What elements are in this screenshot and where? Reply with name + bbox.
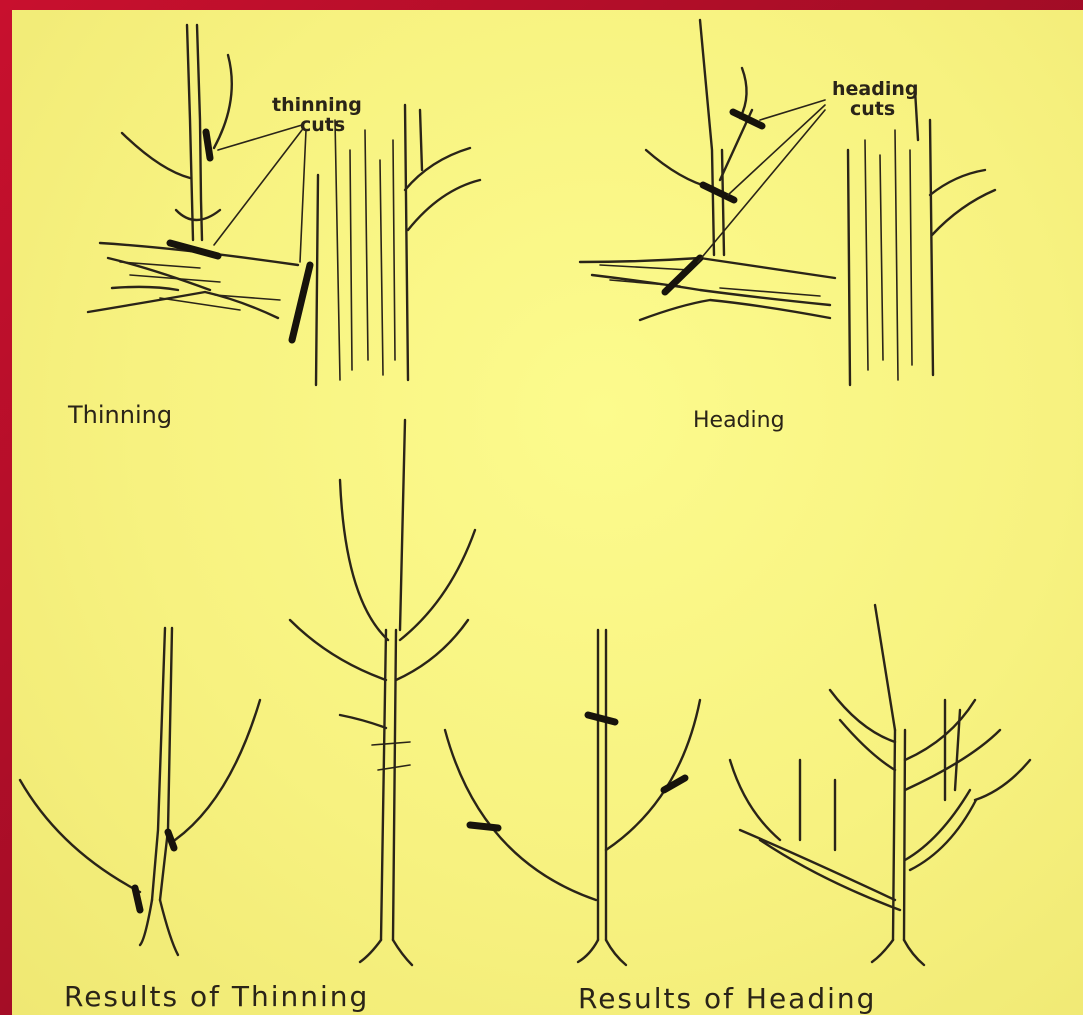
heading-shoot-arc-right [740,68,747,118]
heading-leader-line-1 [760,100,825,120]
results-thinning-illustration [20,420,475,965]
thinning-cuts-label-line2: cuts [300,116,345,135]
thinning-cut-shoot-top [206,132,210,158]
results-thinning-tree2-arc-5 [340,715,386,728]
results-heading-tree1-cut-right [664,778,685,790]
thinning-trunk-bark [335,120,395,380]
results-thinning-tree2-arc-2 [400,530,475,640]
thinning-vertical-shoot [187,25,202,240]
thinning-leader-line-3 [300,130,306,262]
heading-cut-shoot [703,185,734,200]
thinning-shoot-arc-left [122,133,190,178]
results-heading-tree2-right-scaffold [905,790,976,870]
heading-illustration [580,20,995,385]
results-heading-tree1-trunk [598,630,606,940]
results-thinning-caption: Results of Thinning [64,983,369,1011]
results-heading-tree2-base [872,940,924,965]
results-thinning-tree1-base [140,900,178,955]
results-thinning-tree2-base [360,940,412,965]
thinning-shoot-arc-low [176,210,220,220]
heading-trunk-bark [865,130,912,380]
results-heading-tree2-shoots [730,700,1030,850]
results-thinning-tree1-cut-left [135,888,140,910]
results-thinning-tree1-cut-right [168,832,174,848]
heading-cuts-label-line2: cuts [850,100,895,119]
thinning-right-branch [405,148,480,230]
results-thinning-tree2-arc-1 [340,480,388,640]
thinning-illustration [88,25,480,385]
results-heading-tree1-cut-top [588,715,615,722]
results-heading-tree2-left-scaffold [740,830,900,910]
thinning-cuts-label-line1: thinning [272,96,362,115]
results-heading-tree1-base [578,940,626,965]
results-thinning-tree2-arc-3 [290,620,386,680]
heading-right-branch [930,170,995,235]
thinning-caption: Thinning [68,403,172,427]
results-heading-caption: Results of Heading [578,985,876,1013]
results-thinning-tree1-left-limb [20,780,140,892]
heading-caption: Heading [693,410,785,432]
thinning-trunk-top-stub [420,110,422,170]
results-heading-tree2-upper-arcs [830,690,1000,790]
results-heading-tree1-cut-left [470,825,498,828]
results-thinning-tree1-trunk [152,628,172,900]
results-heading-tree1-left-limb [445,730,596,900]
thinning-cut-trunk [292,265,310,340]
heading-leader-line-3 [698,110,825,262]
results-thinning-tree1-right-limb [175,700,260,840]
results-heading-tree2-leader [875,605,895,730]
heading-trunk [848,120,933,385]
heading-cuts-label-line1: heading [832,80,918,99]
heading-vertical-shoot [700,20,724,255]
results-thinning-tree2-trunk [381,630,396,940]
results-thinning-tree2-leader [400,420,405,630]
heading-limb [580,258,835,320]
results-thinning-tree2-stub [372,742,410,770]
results-thinning-tree2-arc-4 [396,620,468,680]
thinning-shoot-arc-right [214,55,232,148]
heading-cut-side-shoot [733,112,762,126]
results-heading-illustration [445,605,1030,965]
